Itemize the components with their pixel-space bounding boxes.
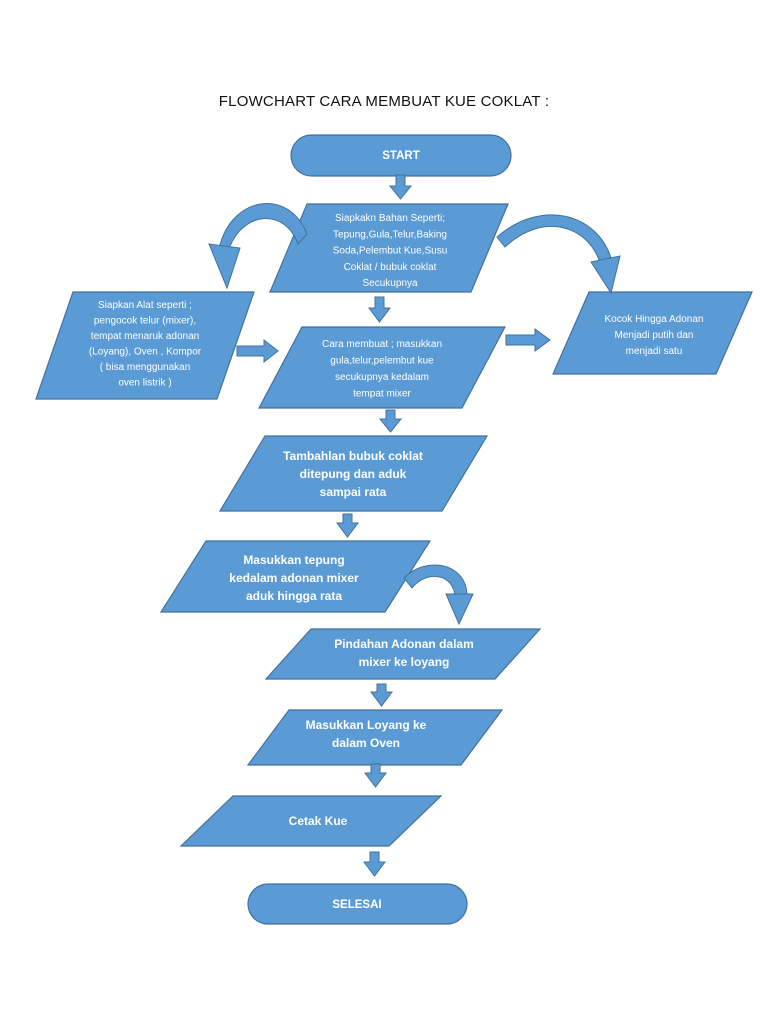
pindah-label-line-1: Pindahan Adonan dalam — [334, 637, 474, 651]
oven-parallelogram — [246, 709, 504, 766]
kocok-parallelogram — [552, 291, 753, 375]
tepung-parallelogram — [159, 540, 432, 613]
arrow-start-to-bahan — [388, 174, 413, 200]
kocok-label-line-1: Kocok Hingga Adonan — [605, 314, 704, 325]
kocok-label-line-2: Menjadi putih dan — [615, 330, 694, 341]
kocok-label-line-3: menjadi satu — [626, 346, 683, 357]
alat-label-line-1: Siapkan Alat seperti ; — [98, 300, 192, 311]
tambah-parallelogram — [218, 435, 489, 512]
alat-label-line-3: tempat menaruk adonan — [91, 331, 199, 342]
cara-label-line-2: gula,telur,pelembut kue — [330, 356, 434, 367]
alat-label-line-6: oven listrik ) — [118, 378, 171, 389]
bahan-label-line-4: Coklat / bubuk coklat — [344, 262, 437, 273]
tepung-label-line-1: Masukkan tepung — [243, 553, 344, 567]
bahan-label-line-2: Tepung,Gula,Telur,Baking — [333, 229, 447, 240]
tambah-label-line-3: sampai rata — [320, 485, 387, 499]
bahan-label-line-5: Secukupnya — [362, 278, 417, 289]
arrow-bahan-to-cara — [368, 296, 391, 323]
alat-label-line-2: pengocok telur (mixer), — [94, 316, 196, 327]
arrow-cara-to-kocok — [505, 328, 551, 352]
alat-parallelogram — [35, 291, 255, 400]
alat-label-line-4: (Loyang), Oven , Kompor — [89, 347, 202, 358]
arrow-alat-to-cara — [236, 338, 279, 364]
bahan-label-line-1: Siapkakn Bahan Seperti; — [335, 213, 445, 224]
flowchart-title: FLOWCHART CARA MEMBUAT KUE COKLAT : — [218, 93, 550, 110]
bahan-label-line-3: Soda,Pelembut Kue,Susu — [333, 246, 448, 257]
cetak-label-line-1: Cetak Kue — [289, 814, 348, 828]
arrow-tambah-to-tepung — [336, 513, 359, 538]
cara-parallelogram — [258, 326, 506, 409]
curved-arrow-bahan-to-kocok-head — [590, 255, 621, 295]
start-label-line-1: START — [382, 150, 419, 162]
tambah-label-line-2: ditepung dan aduk — [300, 467, 407, 481]
curved-arrow-bahan-to-kocok — [496, 214, 612, 264]
tepung-label-line-3: aduk hingga rata — [246, 589, 342, 603]
tambah-label-line-1: Tambahlan bubuk coklat — [283, 449, 423, 463]
pindah-parallelogram — [264, 628, 542, 680]
cetak-parallelogram — [179, 795, 443, 847]
bahan-parallelogram — [269, 203, 509, 293]
selesai-label-line-1: SELESAI — [332, 899, 381, 911]
selesai-terminator — [247, 883, 468, 925]
curved-arrow-bahan-to-alat-head — [208, 243, 241, 290]
cara-label-line-1: Cara membuat ; masukkan — [322, 339, 442, 350]
arrow-oven-to-cetak — [364, 763, 387, 788]
oven-label-line-2: dalam Oven — [332, 736, 400, 750]
curved-arrow-tepung-to-pindah-head — [445, 593, 474, 626]
arrow-cetak-to-selesai — [363, 851, 386, 877]
alat-label-line-5: ( bisa menggunakan — [100, 362, 191, 373]
curved-arrow-tepung-to-pindah — [403, 564, 468, 598]
arrow-pindah-to-oven — [370, 683, 393, 707]
tepung-label-line-2: kedalam adonan mixer — [229, 571, 359, 585]
pindah-label-line-2: mixer ke loyang — [359, 655, 450, 669]
oven-label-line-1: Masukkan Loyang ke — [306, 718, 427, 732]
cara-label-line-4: tempat mixer — [353, 389, 411, 400]
cara-label-line-3: secukupnya kedalam — [335, 372, 429, 383]
arrow-cara-to-tambah — [378, 409, 403, 433]
